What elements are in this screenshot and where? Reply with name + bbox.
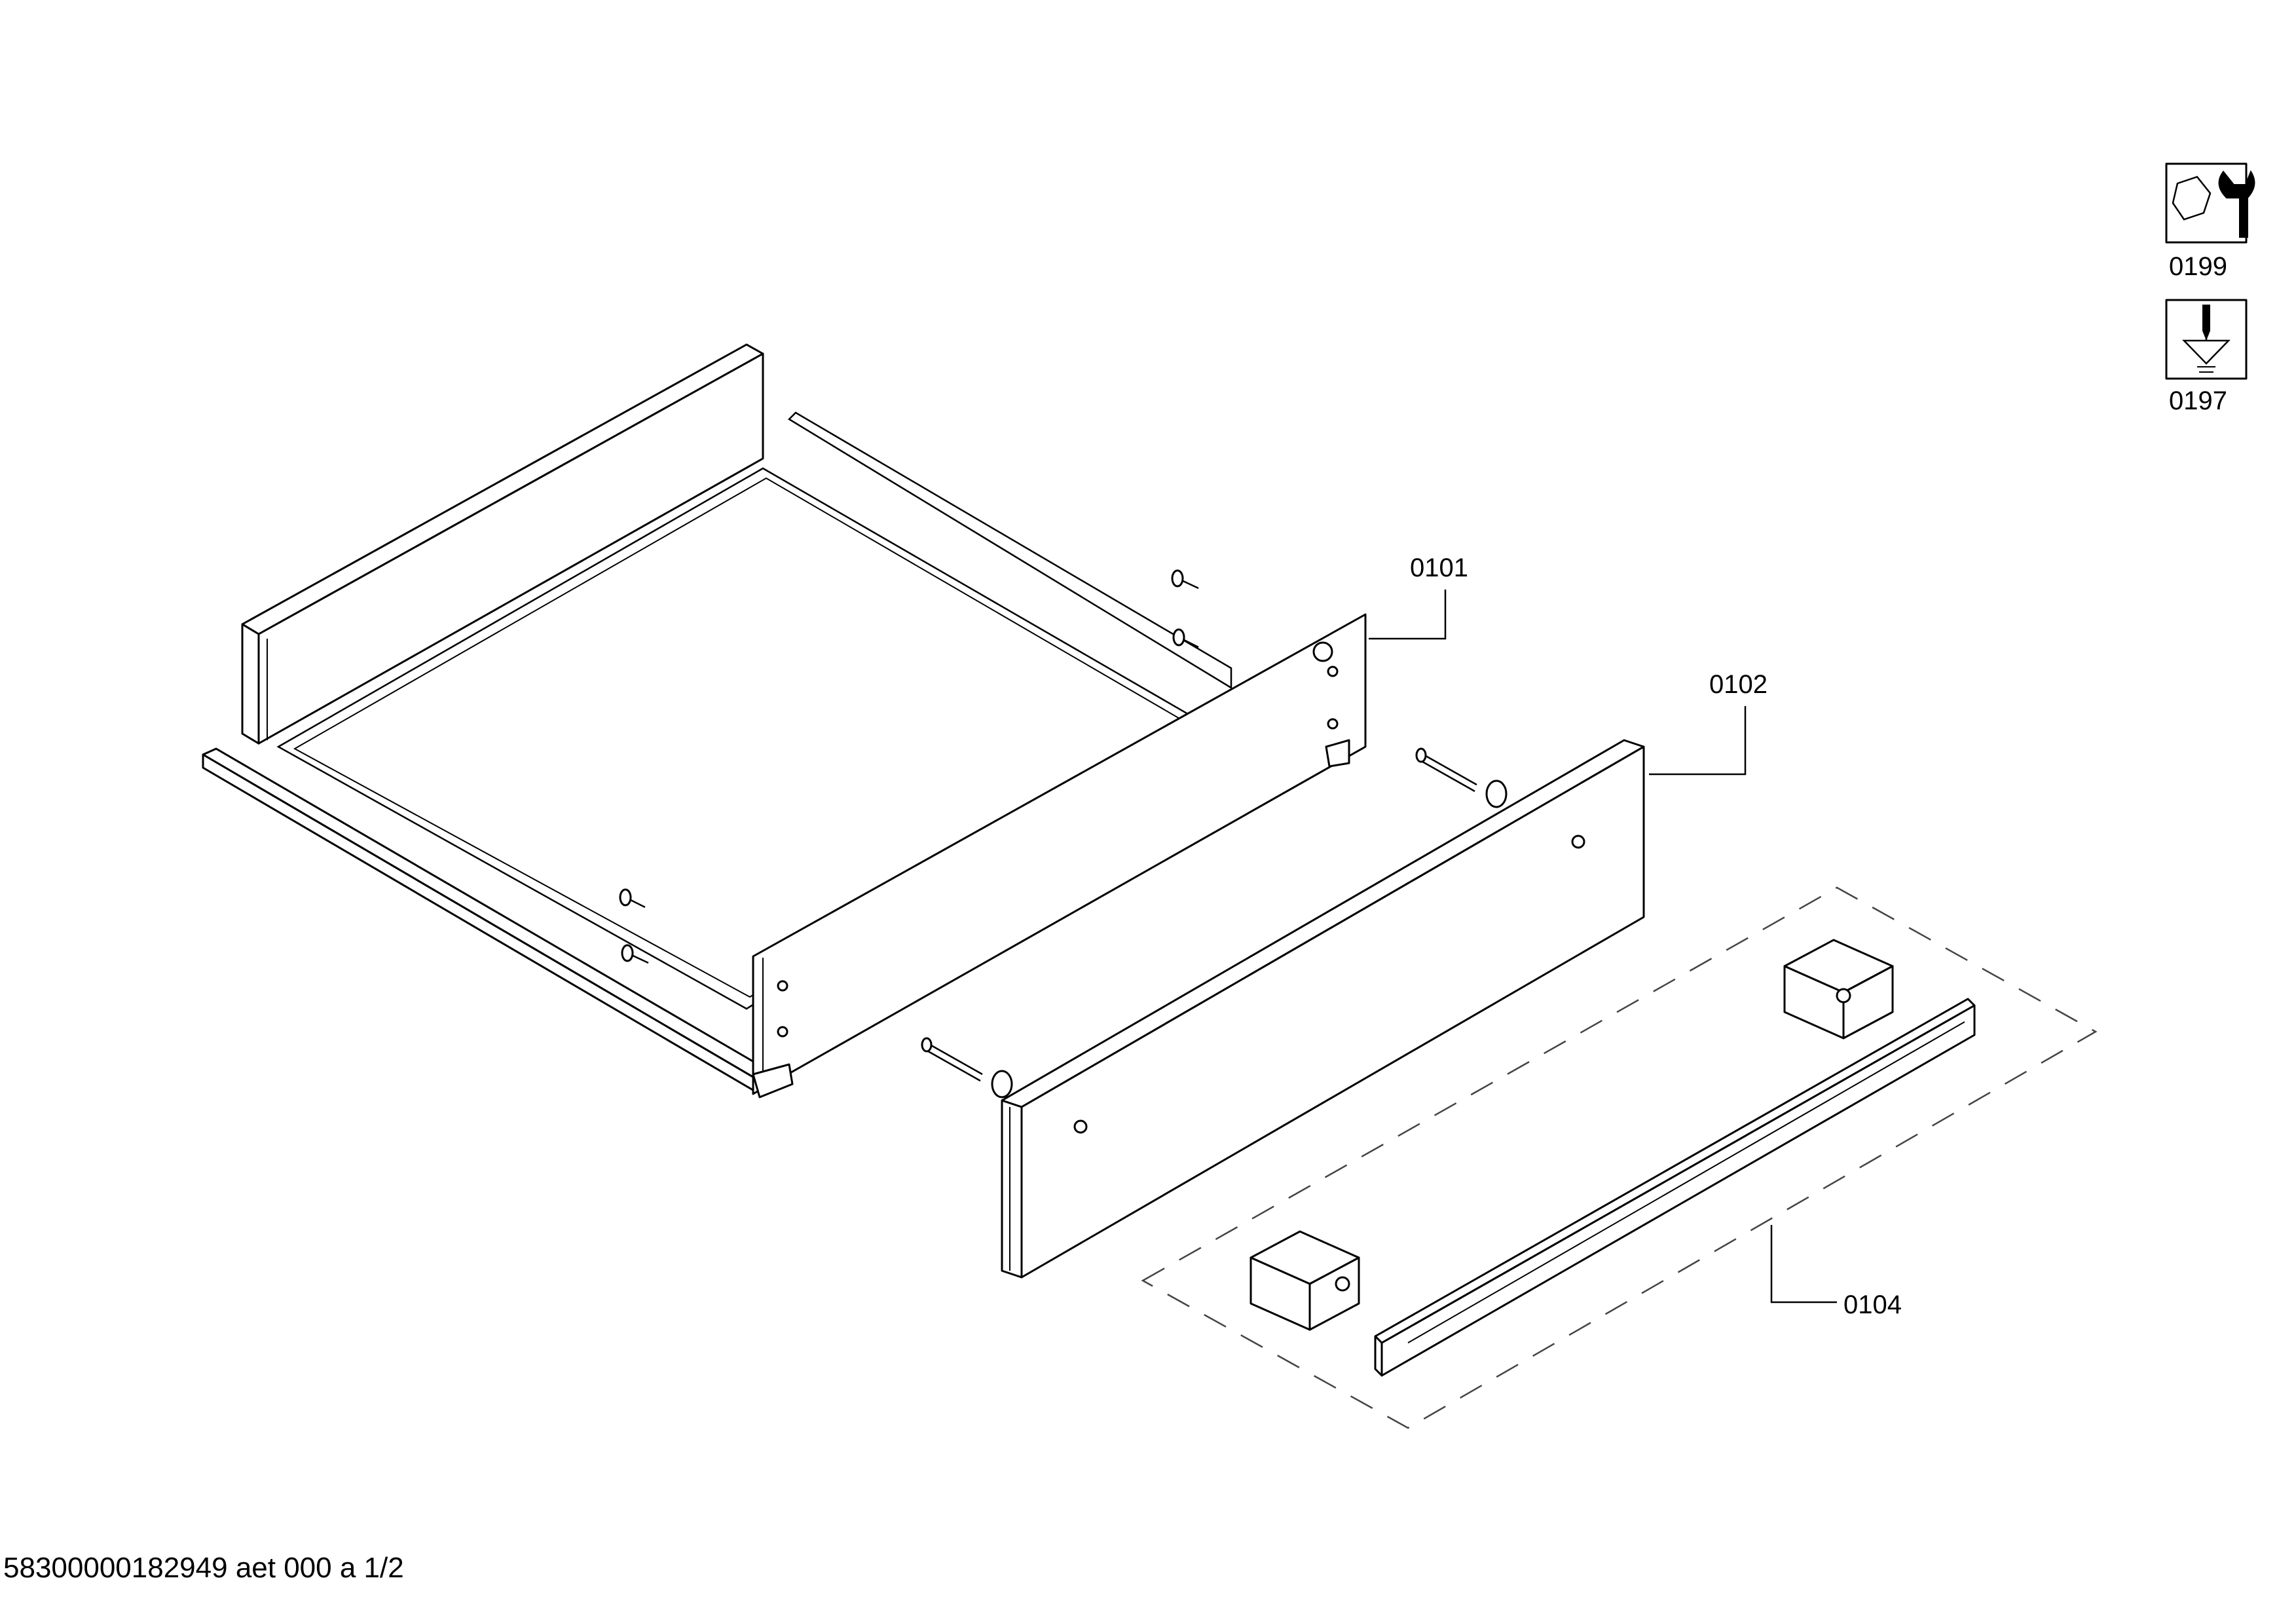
callout-label-0101: 0101 [1410, 554, 1468, 582]
legend-item-0199: 0199 [2165, 162, 2255, 281]
end-cap-icon [1783, 939, 1894, 1040]
bolt-icon [1415, 747, 1508, 808]
drawer-body-part [202, 343, 1367, 1098]
bolt-icon [921, 1037, 1013, 1098]
callout-label-0104: 0104 [1843, 1290, 1902, 1319]
document-reference-code: 58300000182949 aet 000 a 1/2 [3, 1552, 404, 1584]
screw-icon [619, 888, 646, 909]
handle-kit-part [1141, 886, 2098, 1429]
callout-leader-0102 [1649, 706, 1747, 776]
screw-icon [621, 944, 649, 964]
callout-leader-0101 [1369, 590, 1447, 640]
screwdriver-screw-icon [2165, 299, 2248, 380]
screw-icon [1171, 569, 1199, 590]
legend-label-0199: 0199 [2169, 252, 2227, 281]
end-cap-icon [1250, 1230, 1360, 1331]
front-panel-part [921, 739, 1645, 1279]
callout-label-0102: 0102 [1709, 670, 1768, 699]
wrench-nut-icon [2165, 162, 2255, 244]
legend-item-0197: 0197 [2165, 299, 2248, 415]
legend-label-0197: 0197 [2169, 386, 2227, 415]
screw-icon [1172, 628, 1199, 648]
callout-leader-0104 [1770, 1225, 1837, 1304]
